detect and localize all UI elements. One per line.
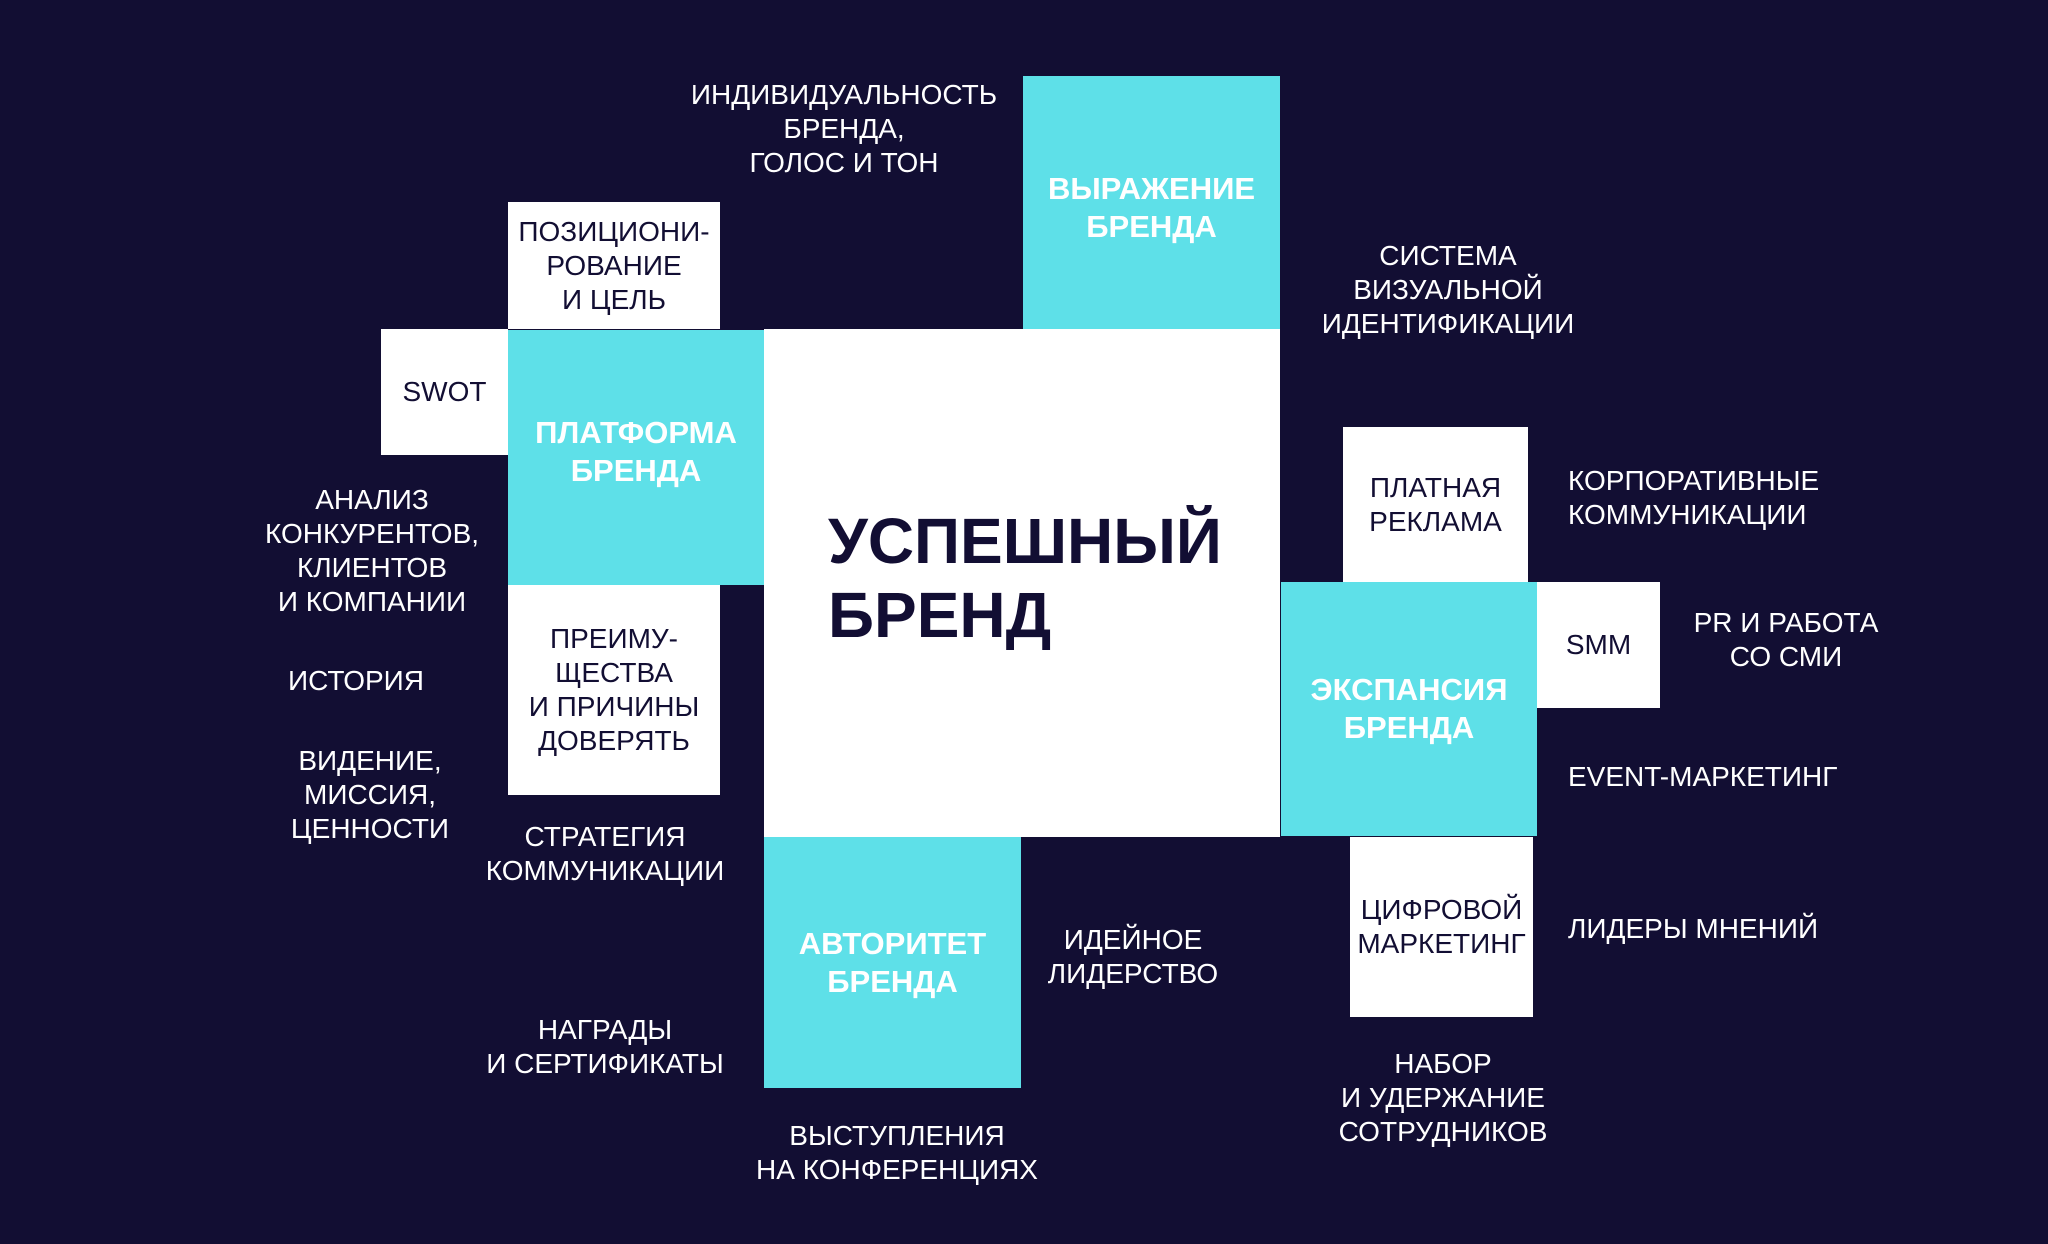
pillar-expression: ВЫРАЖЕНИЕ БРЕНДА [1023, 76, 1280, 329]
label-hiring: НАБОР И УДЕРЖАНИЕ СОТРУДНИКОВ [1338, 1048, 1548, 1147]
label-corporate: КОРПОРАТИВНЫЕ КОММУНИКАЦИИ [1568, 465, 1820, 530]
pillar-authority-label: АВТОРИТЕТ БРЕНДА [798, 925, 987, 999]
label-event: EVENT-МАРКЕТИНГ [1568, 761, 1838, 792]
box-paid-ads-label: ПЛАТНАЯ РЕКЛАМА [1369, 471, 1502, 537]
center-title: УСПЕШНЫЙ БРЕНД [828, 505, 1222, 651]
label-awards: НАГРАДЫ И СЕРТИФИКАТЫ [486, 1014, 724, 1079]
pillar-authority: АВТОРИТЕТ БРЕНДА [764, 837, 1021, 1088]
box-advantages-label: ПРЕИМУ- ЩЕСТВА И ПРИЧИНЫ ДОВЕРЯТЬ [528, 623, 700, 756]
label-individuality: ИНДИВИДУАЛЬНОСТЬ БРЕНДА, ГОЛОС И ТОН [690, 79, 998, 178]
box-paid-ads: ПЛАТНАЯ РЕКЛАМА [1343, 427, 1528, 582]
label-analysis: АНАЛИЗ КОНКУРЕНТОВ, КЛИЕНТОВ И КОМПАНИИ [264, 484, 480, 617]
pillar-expression-label: ВЫРАЖЕНИЕ БРЕНДА [1047, 171, 1256, 244]
box-smm-label: SMM [1565, 629, 1632, 660]
box-advantages: ПРЕИМУ- ЩЕСТВА И ПРИЧИНЫ ДОВЕРЯТЬ [508, 585, 720, 795]
pillar-platform: ПЛАТФОРМА БРЕНДА [508, 330, 764, 585]
label-vision: ВИДЕНИЕ, МИССИЯ, ЦЕННОСТИ [290, 745, 450, 844]
box-digital-label: ЦИФРОВОЙ МАРКЕТИНГ [1357, 894, 1526, 959]
label-speaking: ВЫСТУПЛЕНИЯ НА КОНФЕРЕНЦИЯХ [756, 1120, 1038, 1185]
box-smm: SMM [1537, 582, 1660, 708]
pillar-platform-label: ПЛАТФОРМА БРЕНДА [535, 415, 737, 488]
label-history: ИСТОРИЯ [287, 665, 425, 696]
box-swot: SWOT [381, 329, 508, 455]
box-swot-label: SWOT [402, 376, 487, 407]
label-pr: PR И РАБОТА СО СМИ [1693, 607, 1879, 672]
box-positioning: ПОЗИЦИОНИ- РОВАНИЕ И ЦЕЛЬ [508, 202, 720, 329]
box-digital: ЦИФРОВОЙ МАРКЕТИНГ [1350, 837, 1533, 1017]
label-influencers: ЛИДЕРЫ МНЕНИЙ [1568, 913, 1819, 944]
label-visual-identity: СИСТЕМА ВИЗУАЛЬНОЙ ИДЕНТИФИКАЦИИ [1321, 240, 1575, 339]
label-thought-leadership: ИДЕЙНОЕ ЛИДЕРСТВО [1047, 924, 1219, 989]
label-comm-strategy: СТРАТЕГИЯ КОММУНИКАЦИИ [485, 821, 725, 886]
center-block [764, 329, 1280, 837]
box-positioning-label: ПОЗИЦИОНИ- РОВАНИЕ И ЦЕЛЬ [518, 215, 710, 315]
pillar-expansion: ЭКСПАНСИЯ БРЕНДА [1281, 582, 1537, 836]
pillar-expansion-label: ЭКСПАНСИЯ БРЕНДА [1310, 672, 1508, 745]
